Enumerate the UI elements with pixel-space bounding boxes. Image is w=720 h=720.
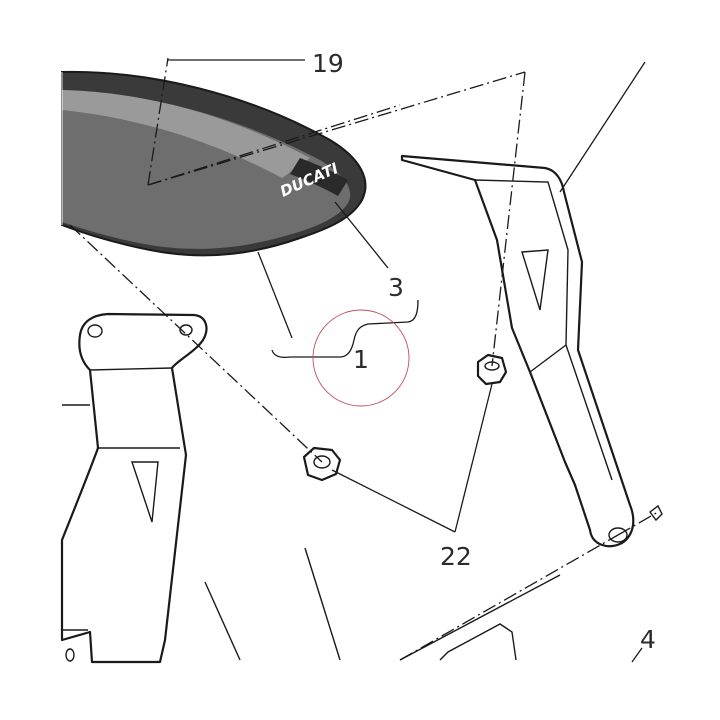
highlight-circle (312, 309, 410, 407)
callout-22: 22 (440, 542, 472, 571)
axis-visor-top (147, 71, 526, 186)
right-bracket-outline (400, 154, 635, 548)
windscreen-visor: DUCATI (61, 70, 367, 257)
left-bracket-triangle-cutout (131, 461, 159, 523)
leader-lines (168, 59, 646, 663)
axis-visor-center (147, 104, 401, 186)
bg-line-3 (304, 547, 341, 661)
lower-panel-edge (399, 574, 561, 661)
nut-left-hole (313, 455, 331, 469)
leader-visor-bottom (257, 251, 293, 339)
right-bracket-triangle-cutout (521, 249, 549, 311)
nut-left (302, 446, 342, 482)
visor-dark-stripe (290, 158, 348, 196)
axis-visor-left (147, 57, 169, 186)
leader-3 (334, 201, 389, 269)
callout-19: 19 (312, 49, 344, 78)
nut-left-body (302, 446, 342, 482)
axis-left-nut (69, 224, 323, 463)
right-bracket-inner-edge (474, 179, 613, 481)
right-bracket-lower-fold (529, 344, 567, 373)
leader-22-right (454, 383, 493, 533)
callout-3: 3 (388, 273, 404, 302)
background-lines (62, 404, 341, 661)
left-bracket-hole-1 (87, 324, 103, 338)
axis-screw (617, 511, 659, 536)
visor-lower-body (62, 92, 351, 249)
small-screw (649, 504, 663, 522)
left-bracket-edge (89, 367, 173, 371)
leader-4 (631, 647, 643, 663)
nut-right (476, 353, 508, 386)
lower-panel-recess (439, 623, 517, 661)
right-mounting-bracket (400, 154, 635, 548)
left-bracket-hole-2 (179, 324, 193, 336)
leader-right-top (559, 61, 646, 193)
left-mounting-bracket (60, 312, 208, 664)
left-bracket-lower-hole (65, 648, 75, 662)
callout-4: 4 (640, 625, 656, 654)
right-bracket-bottom-hole (608, 527, 628, 543)
leader-22-left (331, 469, 456, 533)
brace-1 (271, 299, 419, 358)
axis-right-nut (491, 71, 526, 367)
left-bracket-outline (60, 312, 208, 664)
callout-1: 1 (353, 345, 369, 374)
bg-line-2 (204, 581, 241, 661)
axis-lower (399, 534, 619, 661)
assembly-axes (69, 57, 659, 661)
visor-light-band (62, 90, 310, 178)
lower-panel-fragment (399, 504, 663, 661)
